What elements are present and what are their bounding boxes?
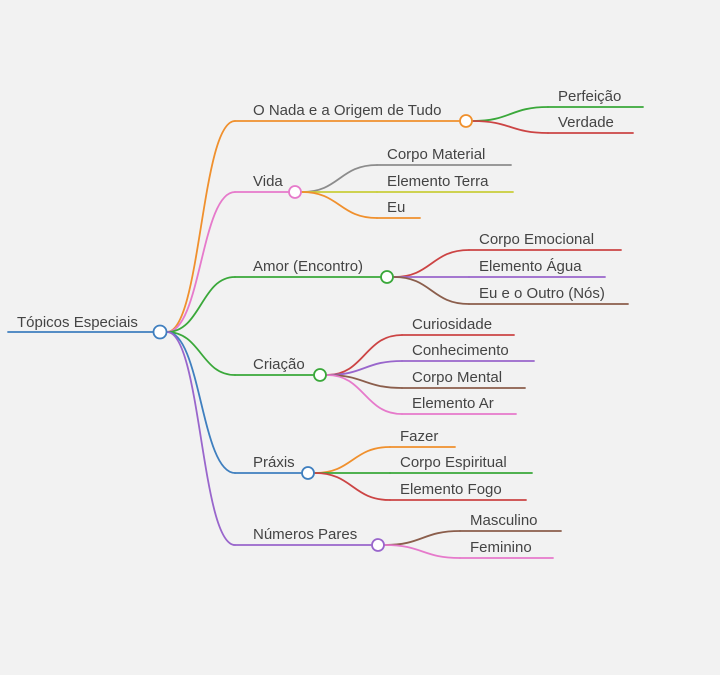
child-connector bbox=[326, 374, 403, 415]
child-label: Fazer bbox=[400, 428, 438, 445]
child-connector bbox=[393, 249, 470, 278]
child-connector bbox=[472, 106, 549, 122]
child-connector bbox=[314, 472, 391, 501]
branch-connector bbox=[166, 331, 236, 474]
branch-node bbox=[313, 368, 327, 382]
branch-label: Práxis bbox=[253, 454, 295, 471]
branch-node bbox=[301, 466, 315, 480]
child-label: Perfeição bbox=[558, 88, 621, 105]
child-label: Corpo Emocional bbox=[479, 231, 594, 248]
branch-node bbox=[380, 270, 394, 284]
child-connector bbox=[393, 276, 470, 305]
child-label: Conhecimento bbox=[412, 342, 509, 359]
branch-connector bbox=[166, 276, 236, 333]
child-label: Elemento Água bbox=[479, 258, 582, 275]
branch-connector bbox=[166, 191, 236, 333]
branch-label: Amor (Encontro) bbox=[253, 258, 363, 275]
branch-connector bbox=[166, 331, 236, 376]
branch-label: Criação bbox=[253, 356, 305, 373]
child-label: Feminino bbox=[470, 539, 532, 556]
child-label: Elemento Terra bbox=[387, 173, 489, 190]
child-connector bbox=[326, 334, 403, 376]
branch-node bbox=[288, 185, 302, 199]
child-connector bbox=[301, 164, 378, 193]
branch-node bbox=[371, 538, 385, 552]
child-connector bbox=[384, 530, 461, 546]
child-label: Verdade bbox=[558, 114, 614, 131]
child-connector bbox=[384, 544, 461, 559]
branch-connector bbox=[166, 120, 236, 333]
child-label: Corpo Material bbox=[387, 146, 485, 163]
child-connector bbox=[472, 120, 549, 134]
child-label: Corpo Espiritual bbox=[400, 454, 507, 471]
root-node bbox=[152, 324, 168, 340]
child-label: Eu e o Outro (Nós) bbox=[479, 285, 605, 302]
branch-node bbox=[459, 114, 473, 128]
child-connector bbox=[314, 446, 391, 474]
child-label: Elemento Ar bbox=[412, 395, 494, 412]
child-label: Masculino bbox=[470, 512, 538, 529]
child-label: Curiosidade bbox=[412, 316, 492, 333]
child-connector bbox=[301, 191, 378, 219]
branch-label: Números Pares bbox=[253, 526, 357, 543]
child-label: Eu bbox=[387, 199, 405, 216]
child-label: Corpo Mental bbox=[412, 369, 502, 386]
branch-label: O Nada e a Origem de Tudo bbox=[253, 102, 441, 119]
branch-label: Vida bbox=[253, 173, 283, 190]
branch-connector bbox=[166, 331, 236, 546]
root-label: Tópicos Especiais bbox=[17, 314, 138, 331]
child-label: Elemento Fogo bbox=[400, 481, 502, 498]
